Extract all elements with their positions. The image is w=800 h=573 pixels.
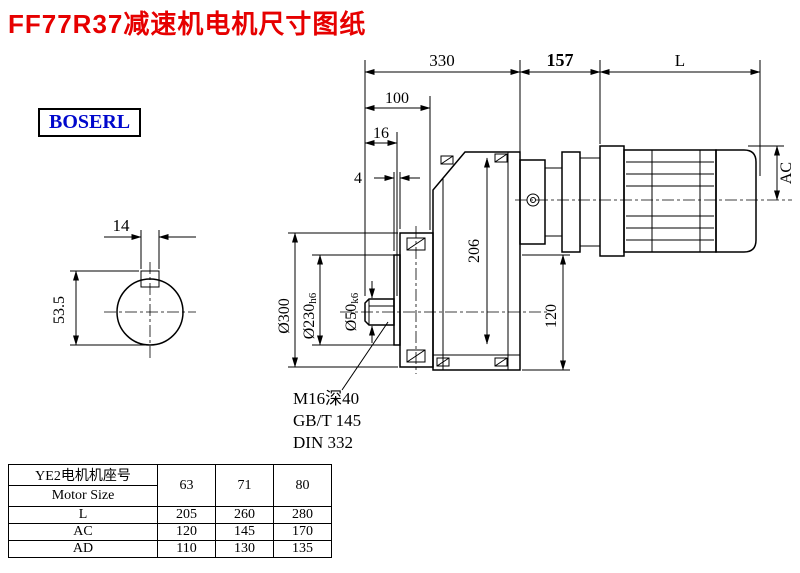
dim-dia50-label: Ø50k6 <box>343 292 361 331</box>
page-title: FF77R37减速机电机尺寸图纸 <box>8 9 367 39</box>
dim-157-label: 157 <box>547 50 574 70</box>
cell: 120 <box>157 523 216 541</box>
dim-dia230-label: Ø230h6 <box>301 292 319 339</box>
table-row-AD: AD 110 130 135 <box>8 540 332 558</box>
cell: 110 <box>157 540 216 558</box>
motor-size-table: YE2电机机座号 63 71 80 Motor Size L 205 260 2… <box>8 464 332 558</box>
shaft-section-view <box>116 270 184 346</box>
dim-14-label: 14 <box>113 216 131 235</box>
cell: 260 <box>215 506 274 524</box>
row-label: AD <box>8 540 158 558</box>
input-stage <box>519 151 601 253</box>
cell: 145 <box>215 523 274 541</box>
note-din: DIN 332 <box>293 433 353 452</box>
table-row-L: L 205 260 280 <box>8 506 332 524</box>
table-header-en: Motor Size <box>8 485 158 507</box>
dim-keyway-width: 14 <box>104 216 196 269</box>
bolt-icon <box>494 357 508 367</box>
bolt-icon <box>494 153 508 163</box>
cell: 280 <box>273 506 332 524</box>
dim-206-label: 206 <box>466 239 483 263</box>
note-gb: GB/T 145 <box>293 411 361 430</box>
row-label: AC <box>8 523 158 541</box>
dims-top: 330 157 L 100 16 4 <box>354 50 761 296</box>
cell: 135 <box>273 540 332 558</box>
dim-ac-label: AC <box>778 162 795 184</box>
dim-4-label: 4 <box>354 170 362 187</box>
centerlines <box>104 199 792 374</box>
table-row-AC: AC 120 145 170 <box>8 523 332 541</box>
technical-drawing: 14 53.5 <box>51 50 795 452</box>
dim-120-label: 120 <box>543 304 560 328</box>
dim-120: 120 <box>522 254 570 371</box>
table-size-63: 63 <box>157 464 216 507</box>
motor-body <box>599 145 757 257</box>
dim-ac: AC <box>748 145 795 201</box>
dim-16-label: 16 <box>373 125 389 142</box>
dim-53-5-label: 53.5 <box>51 296 68 324</box>
dim-L-label: L <box>675 51 685 70</box>
dims-diameters: Ø300 Ø230h6 Ø50k6 <box>276 232 398 368</box>
dim-330-label: 330 <box>429 51 455 70</box>
gearbox-housing <box>432 151 521 371</box>
bolt-icon <box>436 357 450 367</box>
cell: 205 <box>157 506 216 524</box>
note-tap: M16深40 <box>293 389 359 408</box>
dim-100-label: 100 <box>385 90 409 107</box>
brand-logo: BOSERL <box>38 108 142 137</box>
row-label: L <box>8 506 158 524</box>
cell: 170 <box>273 523 332 541</box>
dim-206: 206 <box>466 157 490 345</box>
bolt-icon <box>440 155 454 165</box>
table-size-80: 80 <box>273 464 332 507</box>
table-size-71: 71 <box>215 464 274 507</box>
shaft-end-notes: M16深40 GB/T 145 DIN 332 <box>293 321 389 452</box>
dim-keyway-height: 53.5 <box>51 270 148 346</box>
mounting-flange <box>393 232 434 368</box>
cell: 130 <box>215 540 274 558</box>
table-header-cn: YE2电机机座号 <box>8 464 158 486</box>
dim-dia300-label: Ø300 <box>276 298 293 334</box>
